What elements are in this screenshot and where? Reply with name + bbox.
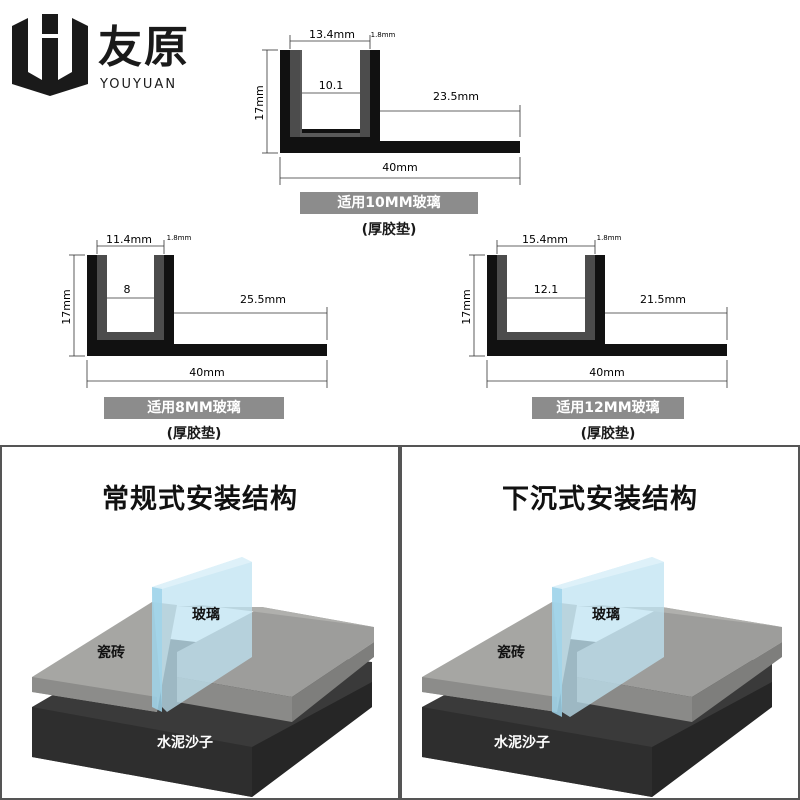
profile-10mm-wall: 1.8mm xyxy=(371,31,396,39)
install-panel-conventional: 常规式安装结构 瓷砖 玻璃 水泥沙子 xyxy=(0,445,400,800)
profile-8mm-flange: 25.5mm xyxy=(240,293,286,306)
profile-10mm-label: 适用10MM玻璃 xyxy=(300,192,478,214)
brand-name-cn: 友原 xyxy=(98,22,190,73)
install-tile-sunken: 瓷砖 xyxy=(497,644,525,661)
install-title-sunken: 下沉式安装结构 xyxy=(502,484,698,515)
install-tile-conventional: 瓷砖 xyxy=(97,644,125,661)
profile-8mm-top-width: 11.4mm xyxy=(106,233,152,246)
profile-12mm-flange: 21.5mm xyxy=(640,293,686,306)
profile-10mm: 17mm 13.4mm 1.8mm 10.1 23.5mm 40mm 适用10M… xyxy=(250,25,540,240)
profile-12mm-wall: 1.8mm xyxy=(597,234,622,242)
profile-8mm-sub: (厚胶垫) xyxy=(166,426,222,442)
profile-10mm-sub: (厚胶垫) xyxy=(361,222,417,238)
install-glass-conventional: 玻璃 xyxy=(192,606,220,623)
profile-8mm-label: 适用8MM玻璃 xyxy=(104,397,284,419)
profile-12mm-drawing: 17mm 15.4mm 1.8mm 12.1 21.5mm 40mm xyxy=(460,233,728,388)
profile-12mm-height: 17mm xyxy=(460,289,473,324)
profile-8mm-wall: 1.8mm xyxy=(167,234,192,242)
profile-8mm-total: 40mm xyxy=(189,366,224,379)
install-scene-sunken: 瓷砖 玻璃 水泥沙子 xyxy=(422,557,782,797)
brand-logo: 友原 YOUYUAN xyxy=(12,14,202,96)
install-panel-sunken: 下沉式安装结构 瓷砖 玻璃 水泥沙子 xyxy=(400,445,800,800)
profile-12mm-sub: (厚胶垫) xyxy=(580,426,636,442)
profile-12mm-label: 适用12MM玻璃 xyxy=(532,397,684,419)
profile-10mm-height: 17mm xyxy=(253,85,266,120)
install-scene-conventional: 瓷砖 玻璃 水泥沙子 xyxy=(32,557,374,797)
install-title-conventional: 常规式安装结构 xyxy=(102,484,298,515)
profile-10mm-inner: 10.1 xyxy=(319,79,344,92)
profile-10mm-flange: 23.5mm xyxy=(433,90,479,103)
profile-8mm-height: 17mm xyxy=(60,289,73,324)
profile-12mm-total: 40mm xyxy=(589,366,624,379)
profile-8mm: 17mm 11.4mm 1.8mm 8 25.5mm 40mm 适用8MM玻璃 … xyxy=(57,225,347,445)
brand-emblem-icon xyxy=(12,14,88,96)
brand-name-en: YOUYUAN xyxy=(100,77,178,92)
profile-10mm-total: 40mm xyxy=(382,161,417,174)
profile-12mm: 17mm 15.4mm 1.8mm 12.1 21.5mm 40mm 适用12M… xyxy=(457,225,747,445)
profile-8mm-drawing: 17mm 11.4mm 1.8mm 8 25.5mm 40mm xyxy=(60,233,328,388)
profile-12mm-top-width: 15.4mm xyxy=(522,233,568,246)
install-glass-sunken: 玻璃 xyxy=(592,606,620,623)
profile-10mm-top-width: 13.4mm xyxy=(309,28,355,41)
profile-10mm-drawing: 17mm 13.4mm 1.8mm 10.1 23.5mm 40mm xyxy=(253,28,521,185)
profile-12mm-inner: 12.1 xyxy=(534,283,559,296)
profile-8mm-inner: 8 xyxy=(124,283,131,296)
install-base-sunken: 水泥沙子 xyxy=(494,734,550,751)
install-base-conventional: 水泥沙子 xyxy=(157,734,213,751)
